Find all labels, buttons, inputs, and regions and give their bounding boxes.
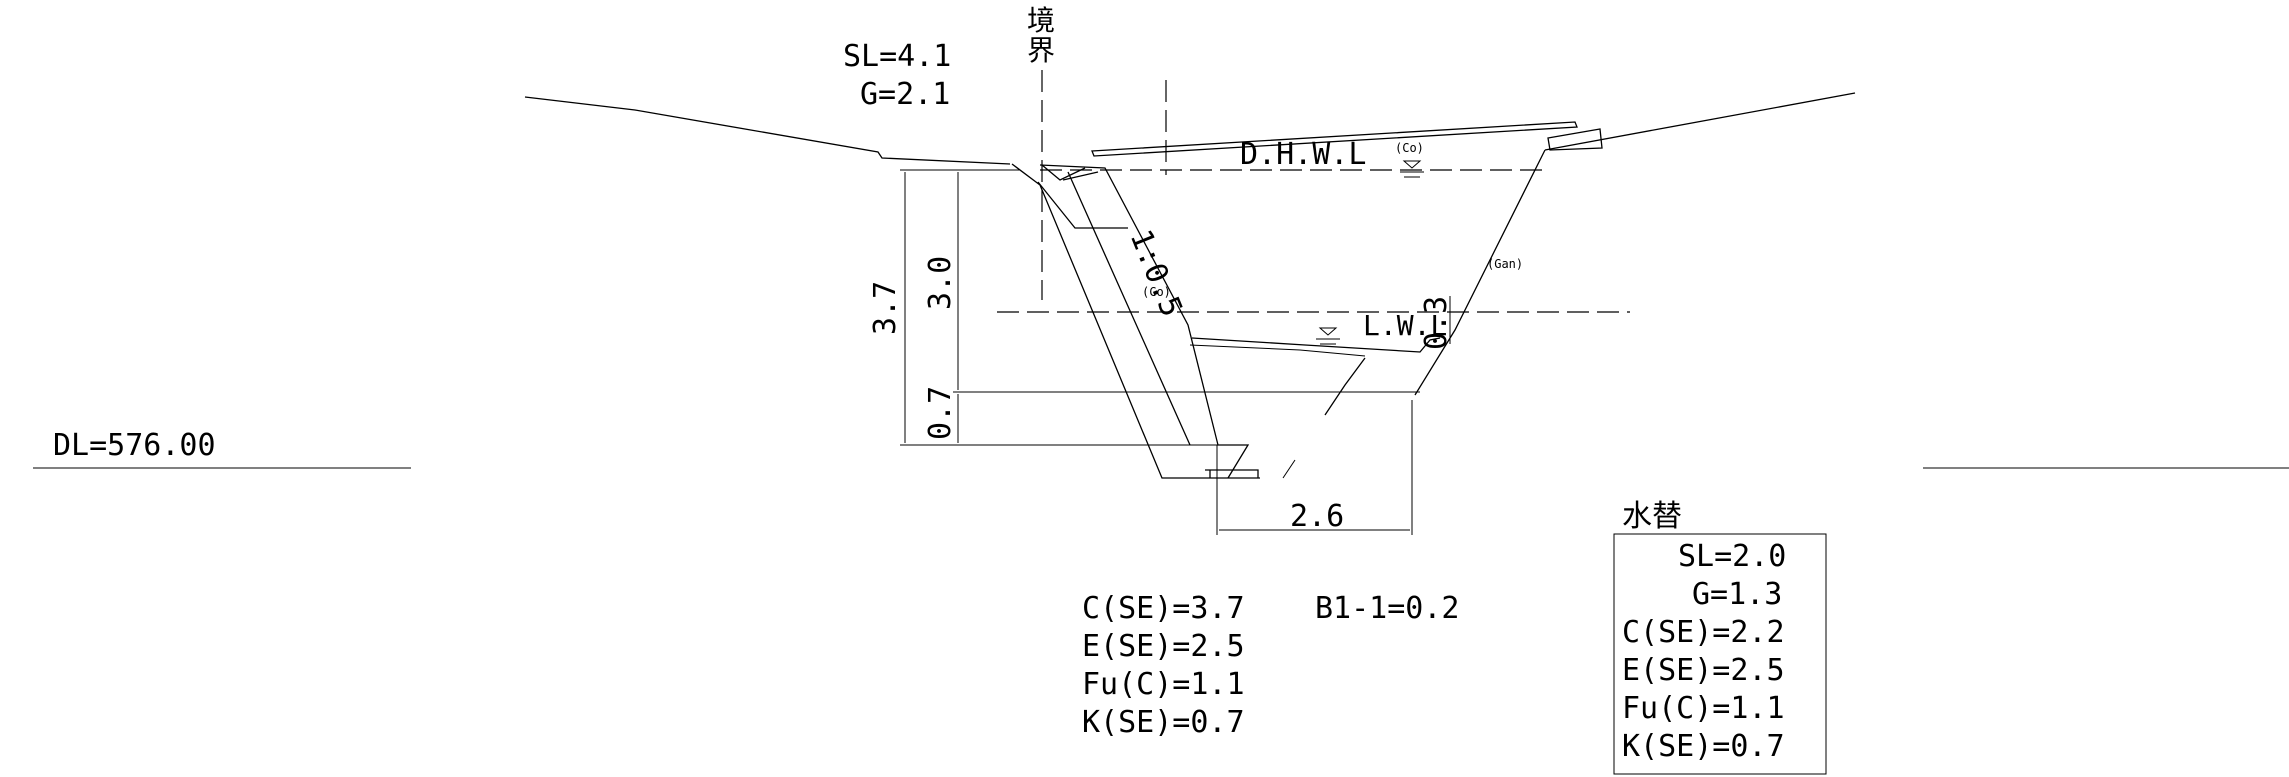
wr-sl: SL=2.0 [1678, 539, 1786, 574]
dashed-bed-stub [1282, 459, 1296, 479]
retaining-wall-outer [1037, 181, 1128, 229]
upper-sl: SL=4.1 [843, 39, 951, 74]
qty-fu-c: Fu(C)=1.1 [1082, 667, 1245, 702]
channel-bed [1191, 337, 1441, 353]
bed-base [1189, 344, 1366, 357]
wr-e-se: E(SE)=2.5 [1622, 653, 1785, 688]
qty-c-se: C(SE)=3.7 [1082, 591, 1245, 626]
wall-inner [1062, 171, 1099, 181]
co-mid-tag: (Co) [1142, 285, 1171, 299]
water-replacement-title: 水替 [1622, 499, 1682, 534]
upper-g: G=2.1 [860, 77, 950, 112]
wr-g: G=1.3 [1692, 577, 1782, 612]
wr-fu-c: Fu(C)=1.1 [1622, 691, 1785, 726]
wall-inner-line [1067, 171, 1191, 446]
retaining-wall-face [1039, 164, 1250, 479]
ground-line-right [1544, 92, 1856, 151]
water-replacement-box [1613, 533, 1827, 775]
datum-label: DL=576.00 [53, 428, 216, 463]
wr-k-se: K(SE)=0.7 [1622, 729, 1785, 764]
dhwl-symbol [1400, 160, 1424, 178]
road-slab-right [1547, 128, 1603, 151]
qty-b1-1: B1-1=0.2 [1315, 591, 1460, 626]
wall-base [1205, 469, 1259, 478]
road-slab [1091, 121, 1578, 157]
wall-top-cap [1041, 164, 1086, 181]
lwl-symbol [1316, 327, 1340, 345]
boundary-label-top: 境 [1027, 4, 1055, 37]
right-excavation-slope [1414, 149, 1546, 396]
slope-ratio: 1:0.5 [1123, 225, 1189, 322]
bed-curve [1324, 357, 1366, 416]
dim-total-label: 3.7 [868, 281, 903, 335]
dim-lower-label: 0.7 [923, 386, 958, 440]
lwl-label: L.W.L [1363, 309, 1447, 342]
gan-tag: (Gan) [1487, 257, 1523, 271]
co-top-tag: (Co) [1395, 141, 1424, 155]
dim-upper-label: 3.0 [923, 256, 958, 310]
qty-k-se: K(SE)=0.7 [1082, 705, 1245, 740]
dim-width-label: 2.6 [1290, 499, 1344, 534]
ground-line [524, 96, 1011, 165]
boundary-label-bottom: 界 [1027, 34, 1055, 67]
dim-freeboard-label: 0.3 [1419, 296, 1454, 350]
dhwl-label: D.H.W.L [1240, 137, 1366, 172]
qty-e-se: E(SE)=2.5 [1082, 629, 1245, 664]
wr-c-se: C(SE)=2.2 [1622, 615, 1785, 650]
left-excavation [1011, 163, 1260, 479]
